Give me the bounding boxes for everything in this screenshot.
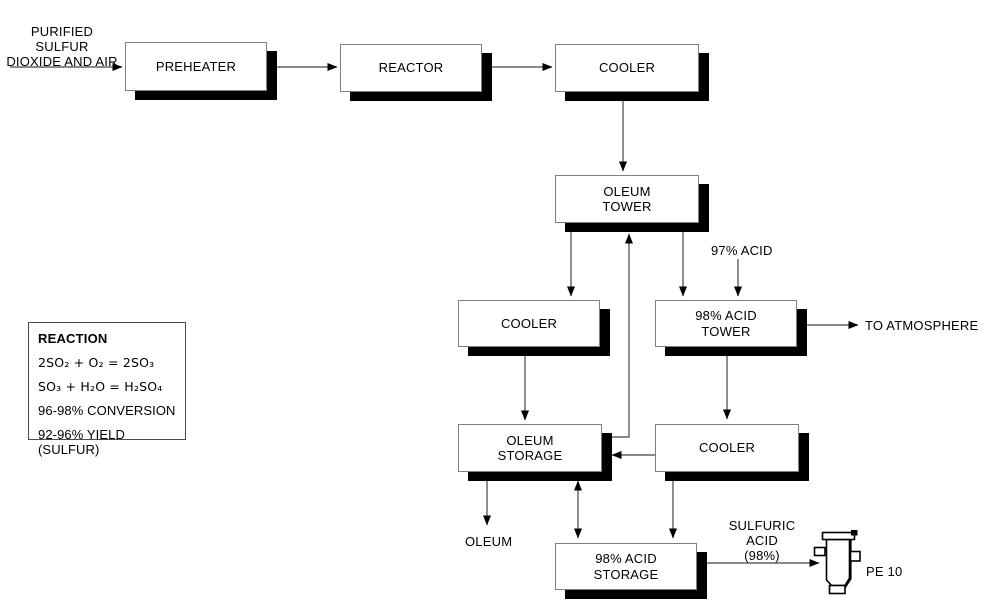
node-cooler-mid-label: COOLER xyxy=(500,315,558,331)
node-oleum-tower-label: OLEUM TOWER xyxy=(602,183,652,214)
acid-97-stream-label: 97% ACID xyxy=(711,243,773,258)
oleum-out-label: OLEUM xyxy=(465,534,513,549)
sulfuric-acid-stream-label: SULFURIC ACID (98%) xyxy=(728,518,796,564)
reaction-equation-2: SO₃ + H₂O = H₂SO₄ xyxy=(38,379,163,394)
node-oleum-storage-label: OLEUM STORAGE xyxy=(497,432,563,463)
reaction-equation-1: 2SO₂ + O₂ = 2SO₃ xyxy=(38,355,155,370)
node-cooler-top-label: COOLER xyxy=(598,60,656,76)
reaction-info-box: REACTION 2SO₂ + O₂ = 2SO₃ SO₃ + H₂O = H₂… xyxy=(28,322,186,457)
node-acid-storage-label: 98% ACID STORAGE xyxy=(593,551,659,582)
node-reactor: REACTOR xyxy=(340,44,482,92)
to-atmosphere-label: TO ATMOSPHERE xyxy=(865,318,979,333)
node-cooler-top: COOLER xyxy=(555,44,699,92)
node-acid-tower-label: 98% ACID TOWER xyxy=(695,308,757,339)
node-cooler-mid: COOLER xyxy=(458,300,600,347)
pe10-label: PE 10 xyxy=(866,564,903,579)
node-preheater: PREHEATER xyxy=(125,42,267,91)
reaction-yield: 92-96% YIELD (SULFUR) xyxy=(38,427,125,457)
feed-stream-label: PURIFIED SULFUR DIOXIDE AND AIR xyxy=(6,24,118,70)
node-reactor-label: REACTOR xyxy=(378,60,444,76)
reaction-title: REACTION xyxy=(38,331,108,346)
pe10-container-icon xyxy=(813,530,861,595)
node-cooler-bottom-label: COOLER xyxy=(698,440,756,456)
node-preheater-label: PREHEATER xyxy=(155,58,237,74)
node-oleum-tower: OLEUM TOWER xyxy=(555,175,699,223)
node-acid-tower: 98% ACID TOWER xyxy=(655,300,797,347)
edge-oleum-storage-recycle-to-oleum-tower xyxy=(600,233,633,438)
node-acid-storage: 98% ACID STORAGE xyxy=(555,543,697,590)
node-cooler-bottom: COOLER xyxy=(655,424,799,472)
reaction-conversion: 96-98% CONVERSION xyxy=(38,403,176,418)
node-oleum-storage: OLEUM STORAGE xyxy=(458,424,602,472)
